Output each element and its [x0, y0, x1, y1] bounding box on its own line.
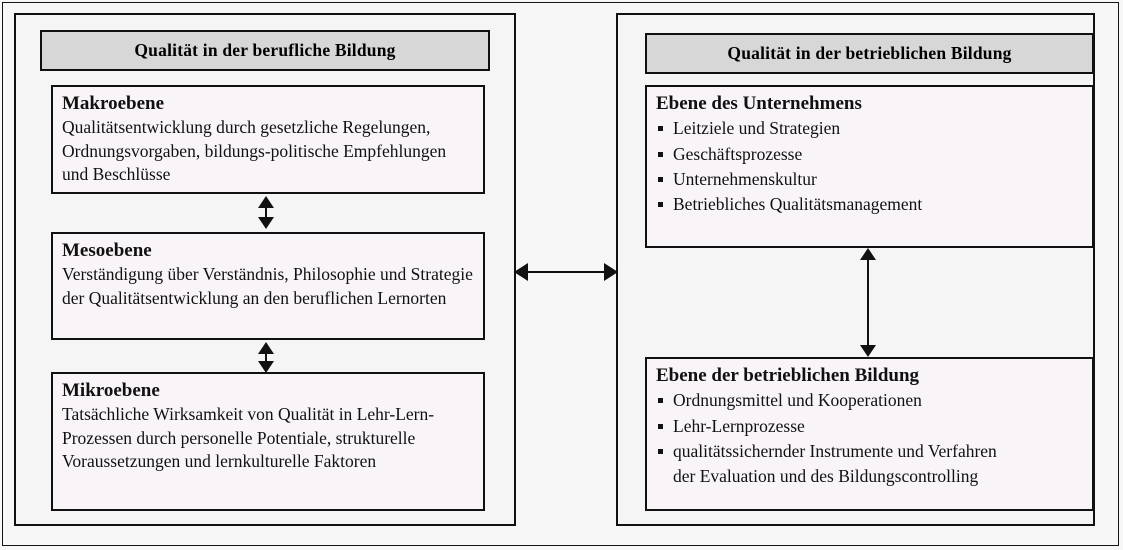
- list-item-label: Betriebliches Qualitätsmanagement: [673, 193, 923, 214]
- list-item: Unternehmenskultur: [656, 167, 1083, 192]
- square-bullet-icon: [658, 398, 663, 404]
- box-makroebene-body: Qualitätsentwicklung durch gesetzliche R…: [62, 117, 447, 184]
- square-bullet-icon: [658, 201, 663, 207]
- box-mesoebene: Mesoebene Verständigung über Verständnis…: [51, 232, 485, 340]
- arrowhead-right-icon: [604, 263, 618, 281]
- list-item-label: Lehr-Lernprozesse: [673, 415, 805, 436]
- list-item: Lehr-Lernprozesse: [656, 414, 1083, 439]
- list-item: Betriebliches Qualitätsmanagement: [656, 192, 1083, 217]
- box-ebene-des-unternehmens-list: Leitziele und Strategien Geschäftsprozes…: [656, 116, 1083, 217]
- list-item-label: Unternehmenskultur: [673, 168, 817, 189]
- connector-shaft: [867, 253, 869, 352]
- box-mikroebene-heading: Mikroebene: [62, 380, 160, 401]
- box-mikroebene-body: Tatsächliche Wirksamkeit von Qualität in…: [62, 404, 435, 471]
- list-item-label: Leitziele und Strategien: [673, 118, 841, 139]
- square-bullet-icon: [658, 176, 663, 182]
- box-mesoebene-body: Verständigung über Verständnis, Philosop…: [62, 264, 473, 308]
- connector-mesoebene-mikroebene: [255, 342, 277, 373]
- box-ebene-des-unternehmens-heading: Ebene des Unternehmens: [656, 93, 862, 114]
- box-mikroebene: Mikroebene Tatsächliche Wirksamkeit von …: [51, 372, 485, 511]
- list-item-label: Geschäftsprozesse: [673, 143, 803, 164]
- arrowhead-up-icon: [258, 196, 274, 208]
- arrowhead-up-icon: [258, 342, 274, 354]
- box-ebene-der-betrieblichen-bildung-heading: Ebene der betrieblichen Bildung: [656, 365, 920, 386]
- square-bullet-icon: [658, 126, 663, 132]
- list-item-label-continued: der Evaluation und des Bildungscontrolli…: [673, 465, 979, 486]
- arrowhead-down-icon: [860, 345, 876, 357]
- connector-shaft: [265, 200, 267, 225]
- box-ebene-des-unternehmens: Ebene des Unternehmens Leitziele und Str…: [645, 85, 1094, 248]
- square-bullet-icon: [658, 423, 663, 429]
- connector-shaft: [265, 346, 267, 369]
- box-makroebene-heading: Makroebene: [62, 93, 165, 114]
- list-item: Leitziele und Strategien: [656, 116, 1083, 141]
- panel-title-betriebliche-bildung: Qualität in der betrieblichen Bildung: [645, 33, 1094, 74]
- arrowhead-down-icon: [258, 361, 274, 373]
- list-item: qualitätssichernder Instrumente und Verf…: [656, 439, 1083, 489]
- arrowhead-up-icon: [860, 248, 876, 260]
- box-makroebene: Makroebene Qualitätsentwicklung durch ge…: [51, 85, 485, 194]
- square-bullet-icon: [658, 151, 663, 157]
- arrowhead-left-icon: [514, 263, 528, 281]
- list-item-label: qualitätssichernder Instrumente und Verf…: [673, 440, 997, 461]
- panel-title-berufliche-bildung: Qualität in der berufliche Bildung: [40, 30, 490, 71]
- connector-makroebene-mesoebene: [255, 196, 277, 229]
- square-bullet-icon: [658, 448, 663, 454]
- box-ebene-der-betrieblichen-bildung-list: Ordnungsmittel und Kooperationen Lehr-Le…: [656, 388, 1083, 489]
- list-item-label: Ordnungsmittel und Kooperationen: [673, 390, 922, 411]
- connector-left-panel-right-panel: [514, 262, 618, 282]
- list-item: Ordnungsmittel und Kooperationen: [656, 388, 1083, 413]
- arrowhead-down-icon: [258, 217, 274, 229]
- box-ebene-der-betrieblichen-bildung: Ebene der betrieblichen Bildung Ordnungs…: [645, 357, 1094, 511]
- connector-unternehmen-bildung: [857, 248, 879, 357]
- connector-shaft: [521, 271, 611, 273]
- box-mesoebene-heading: Mesoebene: [62, 240, 152, 261]
- list-item: Geschäftsprozesse: [656, 142, 1083, 167]
